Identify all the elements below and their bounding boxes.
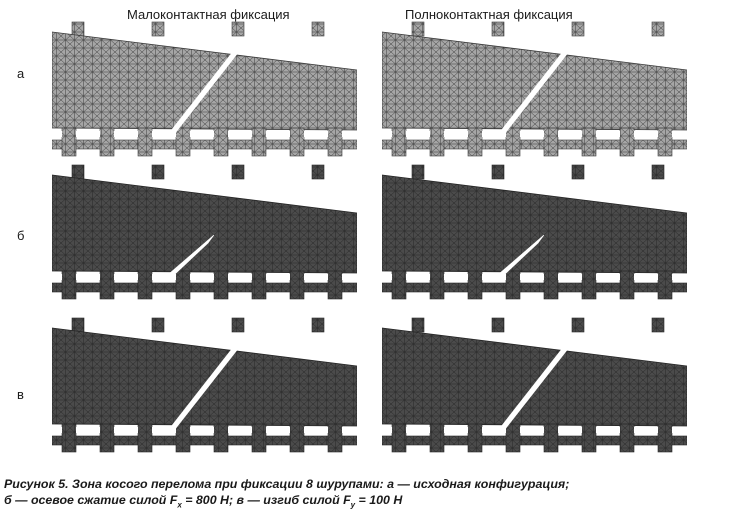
caption-line-2: б — осевое сжатие силой Fx = 800 Н; в — …: [4, 492, 741, 513]
plate-mesh: [52, 435, 357, 446]
screw-head-top: [231, 317, 245, 333]
bone-mesh: [52, 174, 357, 274]
mesh-panel-б-1: [52, 163, 357, 306]
screw-head-top: [231, 21, 245, 37]
screw-head-top: [71, 21, 85, 37]
mesh-svg: [52, 164, 357, 300]
bone-plate-gap: [382, 427, 687, 433]
mesh-panel-а-1: [52, 20, 357, 163]
mesh-panel-в-1: [52, 316, 357, 459]
plate-mesh: [382, 139, 687, 150]
fracture-gap: [169, 234, 215, 276]
bone-plate-gap: [52, 131, 357, 137]
bone-plate-gap: [52, 274, 357, 280]
row-label-b: б: [17, 228, 25, 243]
fracture-gap: [499, 39, 579, 133]
bone-mesh: [382, 327, 687, 427]
fracture-gap: [499, 234, 545, 276]
bone-mesh: [382, 31, 687, 131]
mesh-panel-б-2: [382, 163, 687, 306]
row-label-v: в: [17, 387, 24, 402]
screw-head-top: [491, 317, 505, 333]
figure-frame: [0, 0, 743, 470]
column-title-full-contact: Полноконтактная фиксация: [405, 7, 573, 22]
bone-plate-gap: [382, 274, 687, 280]
screw-head-top: [491, 21, 505, 37]
screw-head-top: [311, 317, 325, 333]
mesh-svg: [382, 317, 687, 453]
screw-head-top: [571, 21, 585, 37]
screw-head-top: [411, 317, 425, 333]
plate-mesh: [52, 139, 357, 150]
bone-plate-gap: [52, 427, 357, 433]
screw-head-top: [231, 164, 245, 180]
fracture-gap: [169, 335, 249, 429]
screw-head-top: [651, 317, 665, 333]
plate-mesh: [52, 282, 357, 293]
fracture-gap: [499, 335, 579, 429]
screw-head-top: [651, 21, 665, 37]
screw-head-top: [571, 164, 585, 180]
caption-part-c: = 100 Н: [355, 493, 403, 507]
screw-head-top: [311, 21, 325, 37]
bone-mesh: [52, 327, 357, 427]
mesh-panel-а-2: [382, 20, 687, 163]
caption-part-b: = 800 Н; в — изгиб силой F: [181, 493, 351, 507]
caption-line-1: Рисунок 5. Зона косого перелома при фикс…: [4, 477, 570, 491]
mesh-svg: [382, 21, 687, 157]
bone-mesh: [52, 31, 357, 131]
caption-sub-x: x: [177, 500, 182, 510]
screw-head-top: [151, 317, 165, 333]
bone-mesh: [382, 174, 687, 274]
screw-head-top: [151, 164, 165, 180]
caption-part-a: б — осевое сжатие силой F: [4, 493, 178, 507]
caption-sub-y: y: [350, 500, 356, 510]
column-title-low-contact: Малоконтактная фиксация: [127, 7, 290, 22]
screw-head-top: [571, 317, 585, 333]
screw-head-top: [71, 317, 85, 333]
screw-head-top: [411, 21, 425, 37]
screw-head-top: [311, 164, 325, 180]
figure-caption: Рисунок 5. Зона косого перелома при фикс…: [4, 476, 741, 513]
plate-mesh: [382, 282, 687, 293]
fracture-gap: [169, 39, 249, 133]
screw-head-top: [651, 164, 665, 180]
mesh-svg: [382, 164, 687, 300]
mesh-svg: [52, 317, 357, 453]
row-label-a: а: [17, 66, 25, 81]
bone-plate-gap: [382, 131, 687, 137]
screw-head-top: [71, 164, 85, 180]
screw-head-top: [491, 164, 505, 180]
screw-head-top: [411, 164, 425, 180]
mesh-panel-в-2: [382, 316, 687, 459]
mesh-svg: [52, 21, 357, 157]
plate-mesh: [382, 435, 687, 446]
screw-head-top: [151, 21, 165, 37]
